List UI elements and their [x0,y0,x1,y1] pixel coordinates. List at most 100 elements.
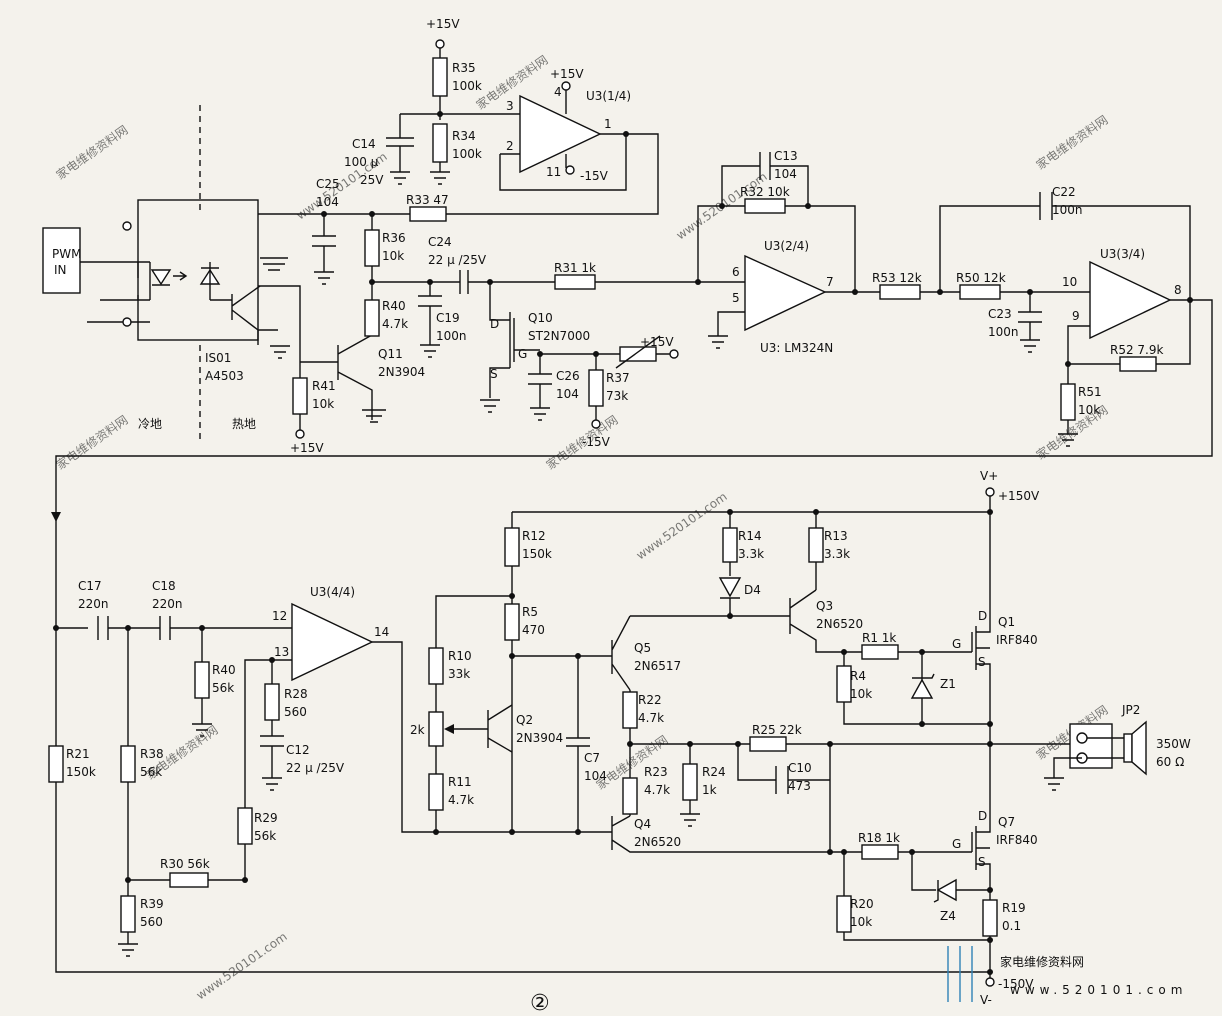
opamp-u3-2-label: U3(2/4) [764,239,809,253]
r37-label: R37 [606,371,630,385]
q11-label: Q11 [378,347,403,361]
r31-label: R31 1k [554,261,596,275]
c19-label: C19 [436,311,460,325]
r51-label: R51 [1078,385,1102,399]
c24-label: C24 [428,235,452,249]
r20-value: 10k [850,915,872,929]
c14-label: C14 [352,137,376,151]
opamp-u3-1-vee: -15V [580,169,609,183]
r37-value: 73k [606,389,628,403]
opamp-u3-1 [519,94,602,174]
r38-label: R38 [140,747,164,761]
r39-value: 560 [140,915,163,929]
speaker-icon [1131,720,1147,776]
r36-label: R36 [382,231,406,245]
r11-label: R11 [448,775,472,789]
r24-label: R24 [702,765,726,779]
c22-label: C22 [1052,185,1076,199]
r40a-label: R40 [382,299,406,313]
q2-type: 2N3904 [516,731,563,745]
r40a-value: 4.7k [382,317,408,331]
r4-value: 10k [850,687,872,701]
pin-13: 13 [274,645,289,659]
c17-label: C17 [78,579,102,593]
r36-value: 10k [382,249,404,263]
c23-label: C23 [988,307,1012,321]
watermark-1: 家电维修资料网 [53,122,130,182]
vminus-label: V- [980,993,992,1007]
iso-label: IS01 [205,351,231,365]
r19-label: R19 [1002,901,1026,915]
q10-d: D [490,317,499,331]
q1-g: G [952,637,961,651]
hot-ground-label: 热地 [232,417,256,431]
q10-s: S [490,367,498,381]
brand-name: 家电维修资料网 [1000,954,1084,969]
pin-7: 7 [826,275,834,289]
r24-value: 1k [702,783,717,797]
r22-value: 4.7k [638,711,664,725]
r40b-value: 56k [212,681,234,695]
jp2-connector [1069,723,1113,769]
r40b-label: R40 [212,663,236,677]
r13-label: R13 [824,529,848,543]
pin-11: 11 [546,165,561,179]
r35-label: R35 [452,61,476,75]
q7-s: S [978,855,986,869]
c25-label: C25 [316,177,340,191]
q5-label: Q5 [634,641,651,655]
c14-voltage: 25V [360,173,384,187]
c7-label: C7 [584,751,600,765]
speaker-power: 350W [1156,737,1191,751]
r5-label: R5 [522,605,538,619]
r52-label: R52 7.9k [1110,343,1164,357]
vplus15-q11: +15V [290,441,324,455]
c26-label: C26 [556,369,580,383]
r10-value: 33k [448,667,470,681]
vplus-label: V+ [980,469,998,483]
opamp-u3-4 [291,602,374,682]
pin-14: 14 [374,625,389,639]
r32-label: R32 10k [740,185,790,199]
r50-label: R50 12k [956,271,1006,285]
c10-label: C10 [788,761,812,775]
speaker-impedance: 60 Ω [1156,755,1184,769]
z4-label: Z4 [940,909,956,923]
q10-type: ST2N7000 [528,329,590,343]
watermark-6: 家电维修资料网 [53,412,130,472]
pin-5: 5 [732,291,740,305]
watermark-layer: 家电维修资料网 www.520101.com 家电维修资料网 www.52010… [53,52,1110,1002]
q2-label: Q2 [516,713,533,727]
r13-value: 3.3k [824,547,850,561]
r1-label: R1 1k [862,631,896,645]
opamp-u3-1-vcc: +15V [550,67,584,81]
r34-label: R34 [452,129,476,143]
opamp-u3-type: U3: LM324N [760,341,833,355]
pin-4: 4 [554,85,562,99]
r14-value: 3.3k [738,547,764,561]
r28-value: 560 [284,705,307,719]
c19-value: 100n [436,329,467,343]
r21-value: 150k [66,765,96,779]
pin-12: 12 [272,609,287,623]
r18-label: R18 1k [858,831,900,845]
r11-value: 4.7k [448,793,474,807]
r28-label: R28 [284,687,308,701]
q1-d: D [978,609,987,623]
r23-label: R23 [644,765,668,779]
c18-label: C18 [152,579,176,593]
iso-part: A4503 [205,369,244,383]
q3-label: Q3 [816,599,833,613]
watermark-13: www.520101.com [194,929,290,1002]
pot-value: 2k [410,723,425,737]
c7-value: 104 [584,769,607,783]
pwm-label: PWM [52,247,81,261]
r14-label: R14 [738,529,762,543]
figure-number: ② [530,991,550,1016]
q7-type: IRF840 [996,833,1038,847]
q10-g: G [518,347,527,361]
r12-label: R12 [522,529,546,543]
c12-value: 22 μ /25V [286,761,345,775]
opamp-u3-3-label: U3(3/4) [1100,247,1145,261]
